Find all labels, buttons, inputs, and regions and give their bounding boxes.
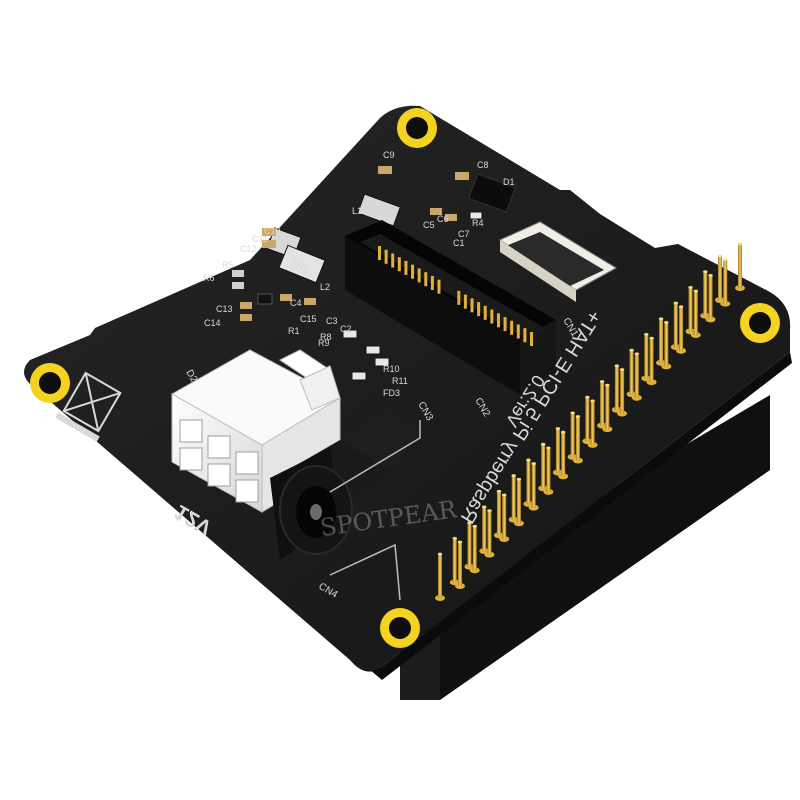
c6-label: C6 bbox=[437, 214, 449, 224]
r4-label: R4 bbox=[472, 218, 484, 228]
c15-label: C15 bbox=[300, 314, 317, 324]
c10-label: C10 bbox=[264, 226, 281, 236]
gpio-pin bbox=[558, 430, 569, 480]
r11-label: R11 bbox=[392, 376, 408, 386]
pcie-contact bbox=[530, 332, 533, 346]
weee-bin-icon bbox=[55, 371, 122, 442]
gpio-pin bbox=[617, 368, 628, 417]
pcie-contact bbox=[503, 317, 507, 332]
gpio-pin bbox=[735, 242, 745, 291]
gpio-pin bbox=[676, 305, 687, 354]
r6-label: R6 bbox=[203, 273, 215, 283]
gpio-pin bbox=[646, 336, 657, 386]
mounting-hole-right bbox=[740, 303, 780, 343]
c4-label: C4 bbox=[290, 298, 302, 308]
c7-label: C7 bbox=[458, 229, 470, 239]
pcie-contact bbox=[411, 264, 415, 279]
gpio-pin bbox=[572, 415, 583, 464]
l1-label: L1 bbox=[352, 206, 362, 216]
gpio-pin bbox=[602, 383, 613, 433]
pcie-contact bbox=[470, 298, 474, 313]
gpio-pin bbox=[484, 509, 495, 558]
c12-label: C12 bbox=[240, 244, 257, 254]
pcie-contact bbox=[457, 290, 461, 305]
c13-label: C13 bbox=[216, 304, 233, 314]
pcie-contact bbox=[490, 309, 494, 324]
c11-label: C11 bbox=[252, 234, 268, 244]
pcb-board bbox=[24, 105, 792, 680]
c2-label: C2 bbox=[340, 324, 352, 334]
mounting-hole-left bbox=[30, 363, 70, 403]
gpio-pin bbox=[469, 524, 480, 574]
r5-label: R5 bbox=[222, 260, 234, 270]
r8-label: R8 bbox=[320, 332, 332, 342]
gpio-pin bbox=[661, 321, 672, 370]
pcie-slot-pins bbox=[378, 246, 533, 346]
gpio-pin bbox=[631, 352, 642, 401]
c3-label: C3 bbox=[326, 316, 338, 326]
pcie-contact bbox=[391, 253, 395, 268]
c9-label: C9 bbox=[383, 150, 395, 160]
gpio-pin bbox=[513, 477, 524, 527]
pcie-contact bbox=[417, 268, 421, 283]
gpio-pin bbox=[499, 493, 510, 542]
mounting-hole-bottom bbox=[380, 608, 420, 648]
c5-label: C5 bbox=[423, 220, 435, 230]
r10-label: R10 bbox=[383, 364, 400, 374]
c14-label: C14 bbox=[204, 318, 221, 328]
pcie-contact bbox=[477, 302, 481, 317]
l2-label: L2 bbox=[320, 282, 330, 292]
pcie-contact bbox=[430, 275, 434, 290]
pcie-contact bbox=[516, 324, 520, 339]
pcie-contact bbox=[384, 249, 388, 264]
r9-label: R9 bbox=[318, 338, 330, 348]
power-components bbox=[232, 166, 516, 381]
pcie-contact bbox=[523, 328, 527, 343]
pcie-contact bbox=[483, 305, 487, 320]
pcie-contact bbox=[424, 272, 428, 287]
gpio-pin bbox=[690, 289, 701, 339]
fd3-label: FD3 bbox=[383, 388, 400, 398]
pcie-contact bbox=[404, 260, 408, 275]
pcie-contact bbox=[397, 257, 401, 272]
gpio-pin bbox=[528, 462, 539, 511]
gpio-pin bbox=[720, 258, 731, 307]
d1-label: D1 bbox=[503, 177, 515, 187]
dc-barrel-jack bbox=[270, 410, 420, 560]
c1-label: C1 bbox=[453, 238, 465, 248]
pcie-contact bbox=[463, 294, 467, 309]
ffc-connector bbox=[498, 221, 617, 302]
pcie-contact bbox=[510, 320, 514, 335]
pcie-slot bbox=[345, 220, 556, 395]
r1-label: R1 bbox=[288, 326, 300, 336]
gpio-pin bbox=[435, 552, 445, 601]
gpio-pin bbox=[705, 273, 716, 323]
gpio-pin bbox=[587, 399, 598, 448]
pcie-contact bbox=[378, 246, 381, 260]
mounting-hole-top bbox=[397, 108, 437, 148]
pcie-contact bbox=[437, 279, 441, 294]
gpio-pin bbox=[543, 446, 554, 495]
c8-label: C8 bbox=[477, 160, 489, 170]
pcie-contact bbox=[496, 313, 500, 328]
gpio-pin bbox=[455, 540, 465, 589]
gpio-header-pins bbox=[435, 242, 745, 601]
